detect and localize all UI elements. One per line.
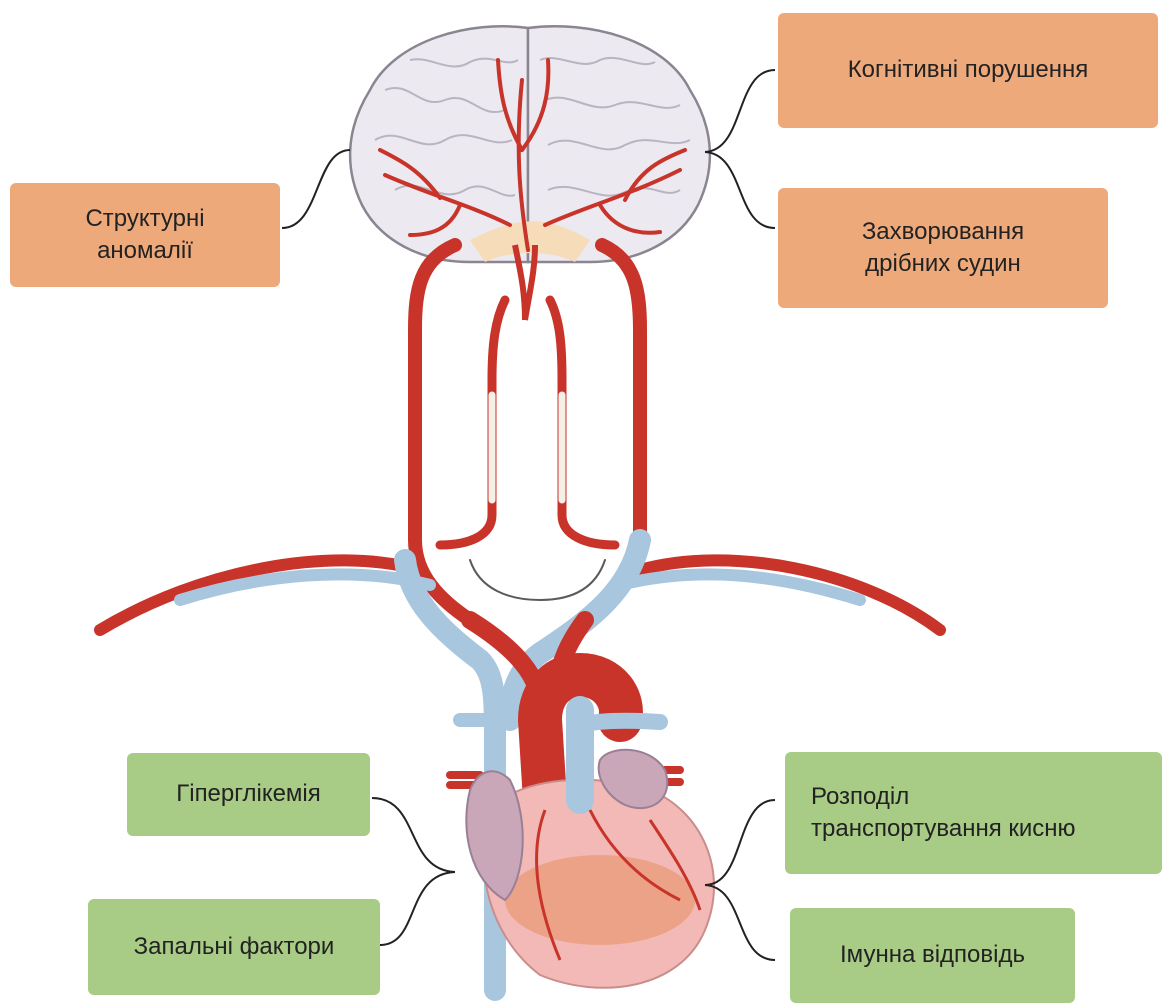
immune-response-label: Імунна відповідь bbox=[790, 908, 1075, 1003]
oxygen-transport-text: Розподіл транспортування кисню bbox=[811, 781, 1076, 846]
structural-anomalies-label: Структурні аномалії bbox=[10, 183, 280, 287]
structural-anomalies-text: Структурні аномалії bbox=[85, 203, 204, 268]
brain bbox=[350, 26, 710, 320]
subclavian-vessels bbox=[100, 560, 940, 630]
cognitive-impairment-label: Когнітивні порушення bbox=[778, 13, 1158, 128]
inflammatory-factors-text: Запальні фактори bbox=[134, 931, 335, 963]
small-vessel-disease-label: Захворювання дрібних судин bbox=[778, 188, 1108, 308]
hyperglycemia-text: Гіперглікемія bbox=[176, 778, 321, 810]
oxygen-transport-label: Розподіл транспортування кисню bbox=[785, 752, 1162, 874]
hyperglycemia-label: Гіперглікемія bbox=[127, 753, 370, 836]
immune-response-text: Імунна відповідь bbox=[840, 939, 1025, 971]
cognitive-impairment-text: Когнітивні порушення bbox=[848, 54, 1089, 86]
small-vessel-disease-text: Захворювання дрібних судин bbox=[862, 216, 1024, 281]
inflammatory-factors-label: Запальні фактори bbox=[88, 899, 380, 995]
